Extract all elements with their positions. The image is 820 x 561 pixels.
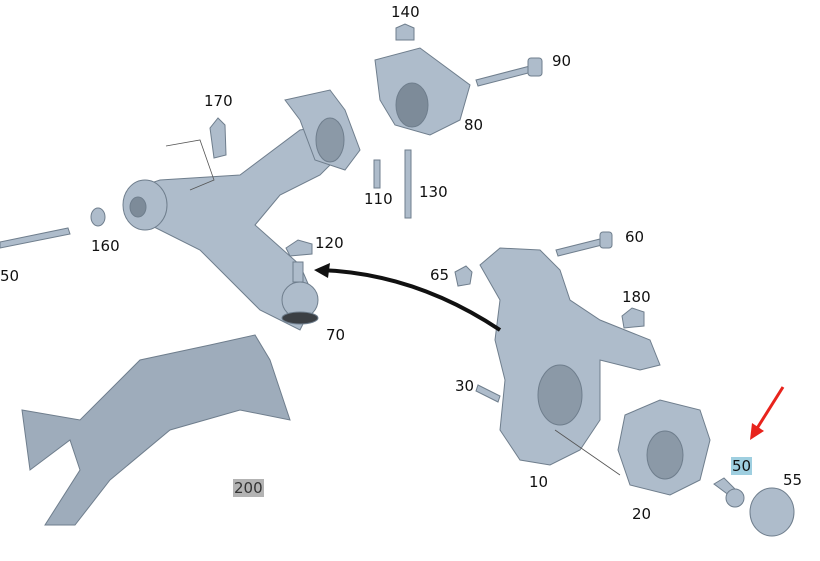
steering-knuckle-10 (479, 247, 661, 466)
label-130[interactable]: 130 (419, 183, 448, 201)
bushing-65 (454, 265, 473, 287)
label-70[interactable]: 70 (326, 326, 346, 344)
nut-140 (395, 23, 415, 41)
label-10[interactable]: 10 (529, 473, 549, 491)
ball-joint-70 (292, 261, 304, 283)
label-60[interactable]: 60 (625, 228, 645, 246)
label-200[interactable]: 200 (233, 479, 264, 497)
lower-control-arm (129, 124, 346, 331)
assembly-arrow (319, 268, 502, 332)
label-120[interactable]: 120 (315, 234, 344, 252)
label-170[interactable]: 170 (204, 92, 233, 110)
bolt-130 (404, 149, 412, 219)
label-65[interactable]: 65 (430, 266, 450, 284)
bolt-60 (555, 237, 607, 257)
bolt-90 (475, 65, 533, 87)
washer-160 (90, 207, 106, 227)
label-80[interactable]: 80 (464, 116, 484, 134)
bolt-110 (373, 159, 381, 189)
label-50-highlighted[interactable]: 50 (731, 457, 753, 475)
heat-shield-200 (21, 334, 291, 526)
label-110[interactable]: 110 (364, 190, 393, 208)
nut-120 (285, 239, 313, 257)
red-pointer-arrow (754, 386, 785, 431)
label-180[interactable]: 180 (622, 288, 651, 306)
nut-180 (621, 307, 645, 329)
hub-cap-55 (749, 487, 795, 537)
label-140[interactable]: 140 (391, 3, 420, 21)
bolt-50-left (0, 227, 71, 249)
label-30[interactable]: 30 (455, 377, 475, 395)
label-55[interactable]: 55 (783, 471, 803, 489)
bolt-30 (475, 384, 501, 403)
label-50-left[interactable]: 50 (0, 267, 20, 285)
bracket-170 (209, 117, 227, 159)
label-90[interactable]: 90 (552, 52, 572, 70)
label-160[interactable]: 160 (91, 237, 120, 255)
label-20[interactable]: 20 (632, 505, 652, 523)
